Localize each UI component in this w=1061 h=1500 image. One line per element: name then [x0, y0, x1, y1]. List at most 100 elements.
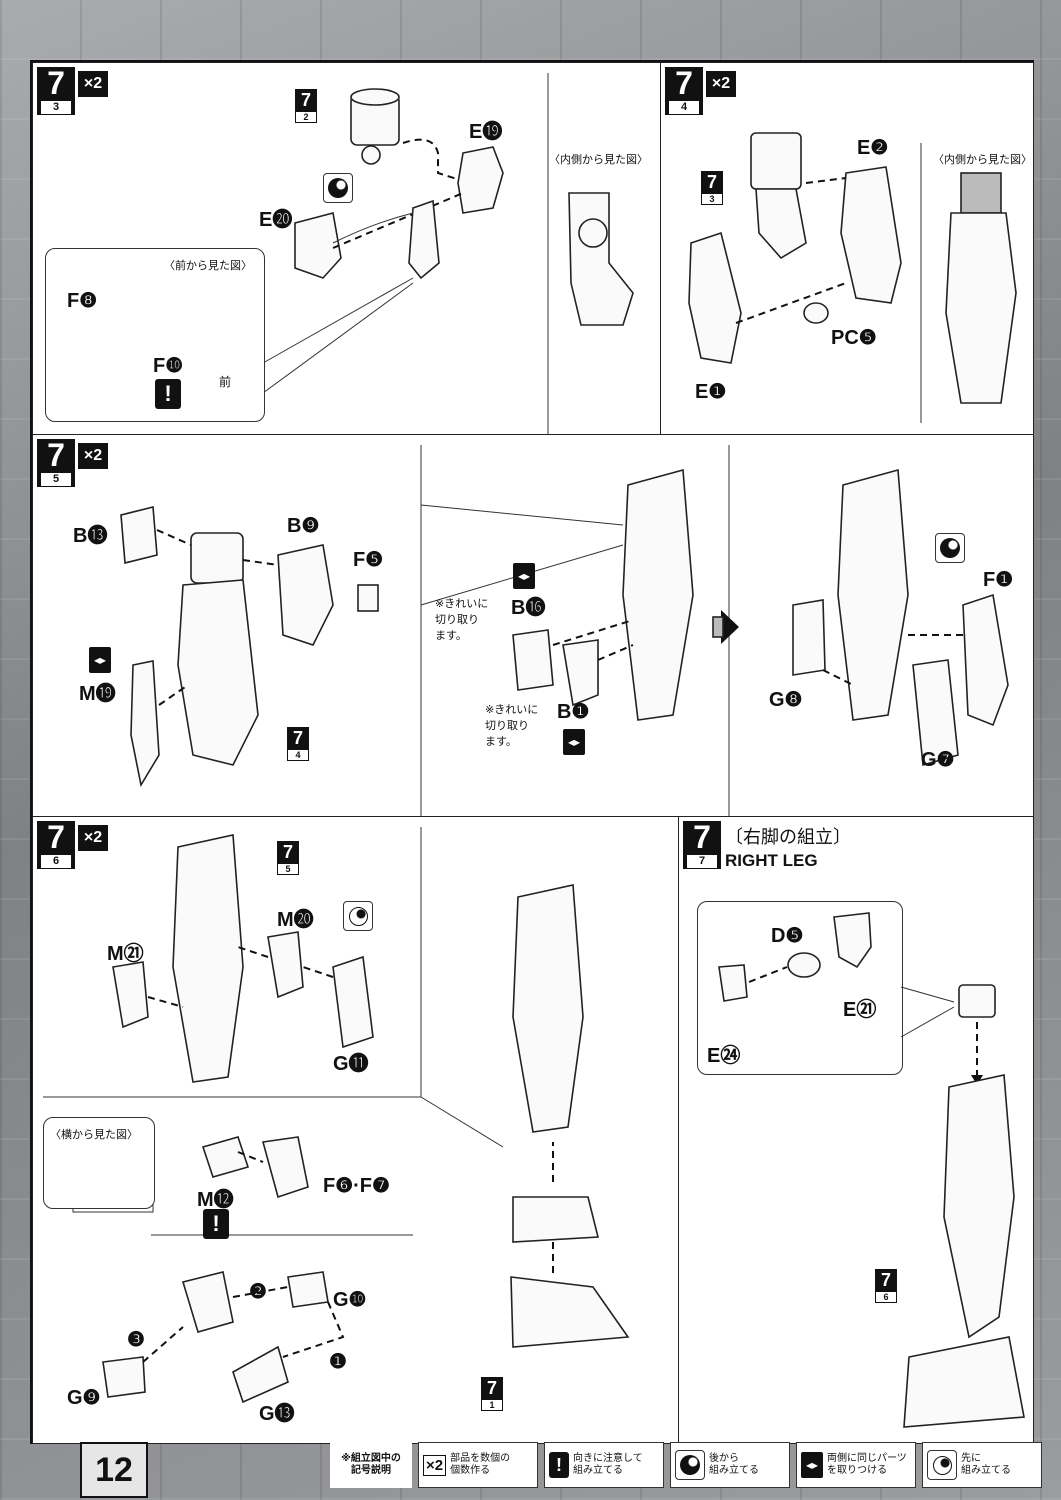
step-badge: 7 3 ×2 — [37, 67, 108, 115]
g11-part — [332, 955, 374, 1049]
d5-part — [787, 952, 821, 978]
part-label-f8: F❽ — [67, 290, 98, 312]
right-leg-assembly — [943, 1074, 1015, 1339]
step-7-3-panel: 7 3 ×2 — [32, 62, 662, 436]
g10-part — [287, 1271, 329, 1308]
step-number: 7 7 — [683, 821, 721, 869]
part-label-e21: E㉑ — [843, 999, 877, 1021]
cut-cleanly-note-1: ※きれいに 切り取り ます。 — [435, 597, 489, 642]
exclamation-icon: ! — [549, 1452, 569, 1478]
leg-assembly-right — [512, 884, 584, 1133]
e20-part — [294, 212, 342, 279]
exclamation-icon: ! — [203, 1209, 229, 1239]
b1-part — [562, 639, 599, 707]
leg-assembly — [622, 468, 694, 721]
b16-part — [512, 629, 554, 691]
b9-part — [277, 544, 334, 646]
legend-item-both-sides: ◂▸ 両側に同じパーツ を取りつける — [796, 1442, 916, 1488]
upper-leg-part — [750, 132, 802, 190]
step-badge: 7 4 ×2 — [665, 67, 736, 115]
step-7-7-parts-diagram — [718, 912, 1025, 1428]
g8-part — [792, 599, 826, 676]
part-label-b1: B❶ — [557, 701, 590, 723]
multiplier-icon: ×2 — [423, 1454, 447, 1476]
part-label-e19: E⓳ — [469, 121, 503, 143]
legend-item-assemble-first: 先に 組み立てる — [922, 1442, 1042, 1488]
part-label-m19: M⓳ — [79, 683, 116, 705]
step-badge: 7 7 — [683, 821, 721, 869]
g9-part — [102, 1356, 146, 1398]
step-7-4-parts-diagram — [688, 132, 1017, 423]
part-label-e24: E㉔ — [707, 1045, 741, 1067]
both-sides-icon: ◂▸ — [801, 1452, 823, 1478]
foot-part — [510, 1276, 630, 1348]
part-label-m21: M㉑ — [107, 943, 144, 965]
upper-leg-part — [190, 532, 244, 584]
assemble-later-icon — [935, 533, 965, 563]
order-step-1: ❶ — [329, 1351, 347, 1373]
assemble-first-icon — [343, 901, 373, 931]
part-label-g13: G⓭ — [259, 1403, 295, 1425]
both-sides-icon: ◂▸ — [513, 563, 535, 589]
step-7-6-parts-diagram — [43, 827, 630, 1404]
exclamation-icon: ! — [155, 379, 181, 409]
mid-bracket-part — [408, 199, 440, 280]
f1-part — [962, 593, 1009, 727]
symbol-legend: ※組立図中の 記号説明 ×2 部品を数個の 個数作る ! 向きに注意して 組み立… — [330, 1442, 1042, 1488]
cylinder-top — [350, 88, 400, 106]
cut-cleanly-note-2: ※きれいに 切り取り ます。 — [485, 703, 539, 748]
step-7-6-panel: 7 6 ×2 — [32, 816, 680, 1444]
right-foot — [903, 1336, 1025, 1428]
inner-joint — [578, 218, 608, 248]
multiplier-badge: ×2 — [78, 71, 108, 97]
legend-item-text: 後から 組み立てる — [709, 1453, 759, 1476]
part-label-f5: F❺ — [353, 549, 384, 571]
inner-view-part — [945, 212, 1017, 404]
part-label-g7: G❼ — [921, 749, 955, 771]
foot-frame — [512, 1196, 600, 1243]
step-badge: 7 6 ×2 — [37, 821, 108, 869]
leg-frame — [177, 579, 259, 766]
inner-view-caption: 〈内側から見た図〉 — [933, 153, 1032, 166]
step-badge: 7 5 ×2 — [37, 439, 108, 487]
joint-part — [958, 984, 996, 1018]
e19-part — [457, 146, 504, 214]
part-label-e1: E❶ — [695, 381, 727, 403]
e2-part — [840, 166, 902, 304]
step-title-en: RIGHT LEG — [725, 851, 818, 870]
part-label-f10: F❿ — [153, 355, 184, 377]
leg-assembly — [172, 834, 244, 1083]
legend-item-text: 両側に同じパーツ を取りつける — [827, 1453, 907, 1476]
step-number: 7 6 — [37, 821, 75, 869]
part-label-b9: B❾ — [287, 515, 320, 537]
f5-part — [357, 584, 379, 612]
multiplier-badge: ×2 — [78, 443, 108, 469]
part-label-pc5: PC❺ — [831, 327, 877, 349]
assemble-first-icon — [927, 1450, 957, 1480]
legend-item-assemble-later: 後から 組み立てる — [670, 1442, 790, 1488]
side-view-callout-box: 〈横から見た図〉 — [43, 1117, 155, 1209]
b13-part — [120, 505, 158, 565]
legend-item-multiplier: ×2 部品を数個の 個数作る — [418, 1442, 538, 1488]
assemble-later-icon — [675, 1450, 705, 1480]
step-number: 7 3 — [37, 67, 75, 115]
front-direction-label: 前 — [219, 375, 232, 389]
inner-view-part — [568, 192, 634, 326]
part-label-b16: B⓰ — [511, 597, 546, 619]
legend-item-text: 部品を数個の 個数作る — [450, 1453, 511, 1476]
order-step-3: ❸ — [127, 1329, 145, 1351]
step-number: 7 5 — [37, 439, 75, 487]
step-title-jp: 〔右脚の組立〕 — [725, 827, 851, 847]
legend-title: ※組立図中の 記号説明 — [330, 1442, 412, 1488]
front-view-caption: 〈前から見た図〉 — [164, 259, 252, 272]
part-label-g8: G❽ — [769, 689, 803, 711]
step-7-5-parts-diagram — [120, 445, 1009, 817]
m20-part — [267, 931, 304, 999]
assemble-later-icon — [323, 173, 353, 203]
